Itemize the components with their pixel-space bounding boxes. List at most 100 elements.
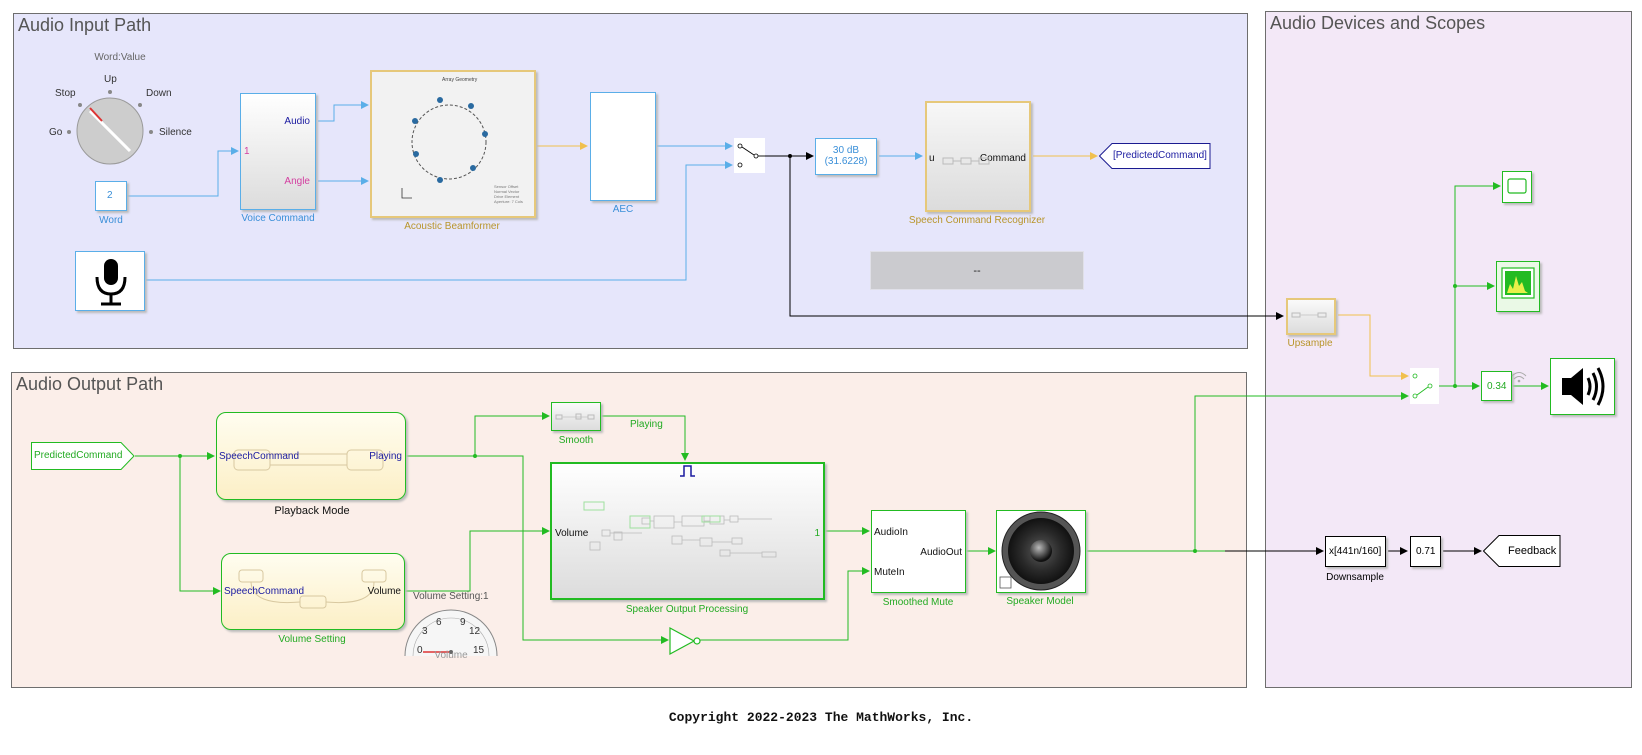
volume-gauge[interactable]: 0 3 6 9 12 15 Volume: [401, 600, 501, 661]
input-manual-switch[interactable]: [734, 138, 765, 173]
svg-text:Drive Element: Drive Element: [494, 194, 520, 199]
from-tag-shape-icon: [31, 442, 135, 470]
downsample-label: Downsample: [1326, 572, 1384, 583]
smoothed-mute-label: Smoothed Mute: [882, 597, 954, 608]
copyright-notice: Copyright 2022-2023 The MathWorks, Inc.: [668, 710, 974, 725]
speech-command-recognizer-block[interactable]: u Command: [925, 101, 1031, 212]
not-gate-block[interactable]: [668, 626, 702, 656]
knob-label-stop: Stop: [55, 88, 76, 99]
smooth-label: Smooth: [558, 435, 594, 446]
smoothed-mute-port-audioin: AudioIn: [874, 527, 908, 538]
audio-input-path-title: Audio Input Path: [18, 15, 152, 35]
time-scope-block[interactable]: [1502, 171, 1532, 203]
pulse-icon: [680, 465, 695, 477]
gauge-footer: Volume: [434, 650, 468, 661]
smoothed-mute-port-out: AudioOut: [920, 547, 962, 558]
goto-feedback-block[interactable]: Feedback: [1483, 535, 1561, 567]
knob-label-go: Go: [49, 127, 63, 138]
aec-block[interactable]: [590, 92, 656, 201]
spectrum-analyzer-block[interactable]: [1496, 261, 1540, 312]
recognizer-port-out: Command: [979, 153, 1026, 164]
smoothed-mute-block[interactable]: AudioIn MuteIn AudioOut: [871, 510, 966, 593]
gauge-dial-icon: [404, 609, 498, 657]
knob-label-silence: Silence: [159, 127, 192, 138]
volume-setting-chart[interactable]: SpeechCommand Volume: [221, 553, 405, 630]
scope-icon: [1507, 178, 1527, 194]
word-constant-label: Word: [99, 215, 123, 226]
command-display-value: --: [973, 265, 981, 277]
from-predicted-command-block[interactable]: PredictedCommand: [31, 442, 135, 470]
voice-command-knob[interactable]: [60, 78, 190, 168]
gain-034-block[interactable]: 0.34: [1481, 371, 1512, 401]
volume-setting-port-out: Volume: [367, 586, 401, 597]
speaker-processing-port-in: Volume: [555, 528, 589, 539]
microphone-block[interactable]: [75, 251, 145, 311]
word-constant-block[interactable]: 2: [95, 181, 127, 211]
gain-071-block[interactable]: 0.71: [1410, 536, 1441, 567]
smoothed-mute-port-mutein: MuteIn: [874, 567, 905, 578]
goto-tag-shape-icon: [1483, 535, 1561, 567]
speaker-processing-internal-icon: [583, 501, 777, 558]
microphone-icon: [95, 259, 127, 306]
not-gate-icon: [669, 626, 701, 656]
svg-text:Array Geometry: Array Geometry: [442, 77, 478, 83]
goto-predicted-command-tag: [PredictedCommand]: [1113, 150, 1207, 161]
playback-mode-internal-icon: [233, 449, 384, 471]
playing-signal-label: Playing: [630, 419, 663, 430]
gauge-tick-12: 12: [469, 626, 481, 637]
speaker-output-processing-label: Speaker Output Processing: [625, 604, 749, 615]
voice-command-port-in: 1: [244, 146, 250, 157]
acoustic-beamformer-label: Acoustic Beamformer: [404, 221, 500, 232]
downsample-expression: x[441n/160]: [1329, 546, 1382, 557]
gain-071-value: 0.71: [1416, 546, 1436, 557]
knob-label-up: Up: [104, 74, 117, 85]
volume-setting-label: Volume Setting: [278, 634, 346, 645]
smooth-internal-icon: [555, 413, 595, 420]
svg-text:Normal Vector: Normal Vector: [494, 189, 520, 194]
downsample-block[interactable]: x[441n/160]: [1325, 536, 1386, 567]
gauge-tick-3: 3: [422, 626, 428, 637]
volume-setting-port-in: SpeechCommand: [224, 586, 305, 597]
gain-30db-line2: (31.6228): [824, 156, 868, 167]
upsample-block[interactable]: [1286, 298, 1336, 335]
audio-device-writer-block[interactable]: [1550, 358, 1615, 415]
speaker-model-block[interactable]: [996, 510, 1086, 593]
audio-devices-title: Audio Devices and Scopes: [1270, 13, 1486, 33]
audio-devices-area: Audio Devices and Scopes: [1265, 11, 1632, 688]
recognizer-port-in: u: [929, 153, 935, 164]
gain-30db-line1: 30 dB: [832, 145, 860, 156]
word-constant-value: 2: [107, 190, 113, 201]
upsample-label: Upsample: [1287, 338, 1333, 349]
knob-dial-icon: [67, 90, 153, 165]
playback-mode-port-in: SpeechCommand: [219, 451, 300, 462]
spectrum-icon: [1501, 267, 1535, 299]
aec-label: AEC: [612, 204, 634, 215]
smooth-block[interactable]: [551, 402, 601, 431]
speaker-model-label: Speaker Model: [1006, 596, 1074, 607]
speaker-processing-port-out: 1: [814, 528, 820, 539]
switch-icon: [1412, 373, 1433, 399]
gauge-tick-9: 9: [460, 617, 466, 628]
svg-text:Aperture: 7 Cols: Aperture: 7 Cols: [494, 199, 523, 204]
gauge-title: Volume Setting:1: [413, 591, 489, 602]
gain-30db-block[interactable]: 30 dB (31.6228): [815, 138, 877, 175]
command-display-block[interactable]: --: [870, 251, 1084, 290]
gauge-tick-0: 0: [417, 645, 423, 656]
playback-mode-chart[interactable]: SpeechCommand Playing: [216, 412, 406, 500]
playback-mode-label: Playback Mode: [274, 505, 350, 517]
speaker-cone-icon: [999, 511, 1081, 591]
voice-command-block[interactable]: 1 Audio Angle: [240, 93, 316, 210]
recognizer-internal-icon: [942, 157, 990, 165]
upsample-internal-icon: [1291, 312, 1327, 318]
gain-034-value: 0.34: [1487, 381, 1507, 392]
switch-icon: [737, 143, 765, 168]
playback-mode-port-out: Playing: [369, 451, 402, 462]
speaker-output-processing-block[interactable]: Volume 1: [550, 462, 825, 600]
goto-feedback-tag: Feedback: [1508, 545, 1557, 557]
output-manual-switch[interactable]: [1410, 368, 1439, 404]
voice-command-label: Voice Command: [241, 213, 315, 224]
audio-output-path-title: Audio Output Path: [16, 374, 164, 394]
goto-predicted-command-block[interactable]: [PredictedCommand]: [1099, 143, 1211, 169]
